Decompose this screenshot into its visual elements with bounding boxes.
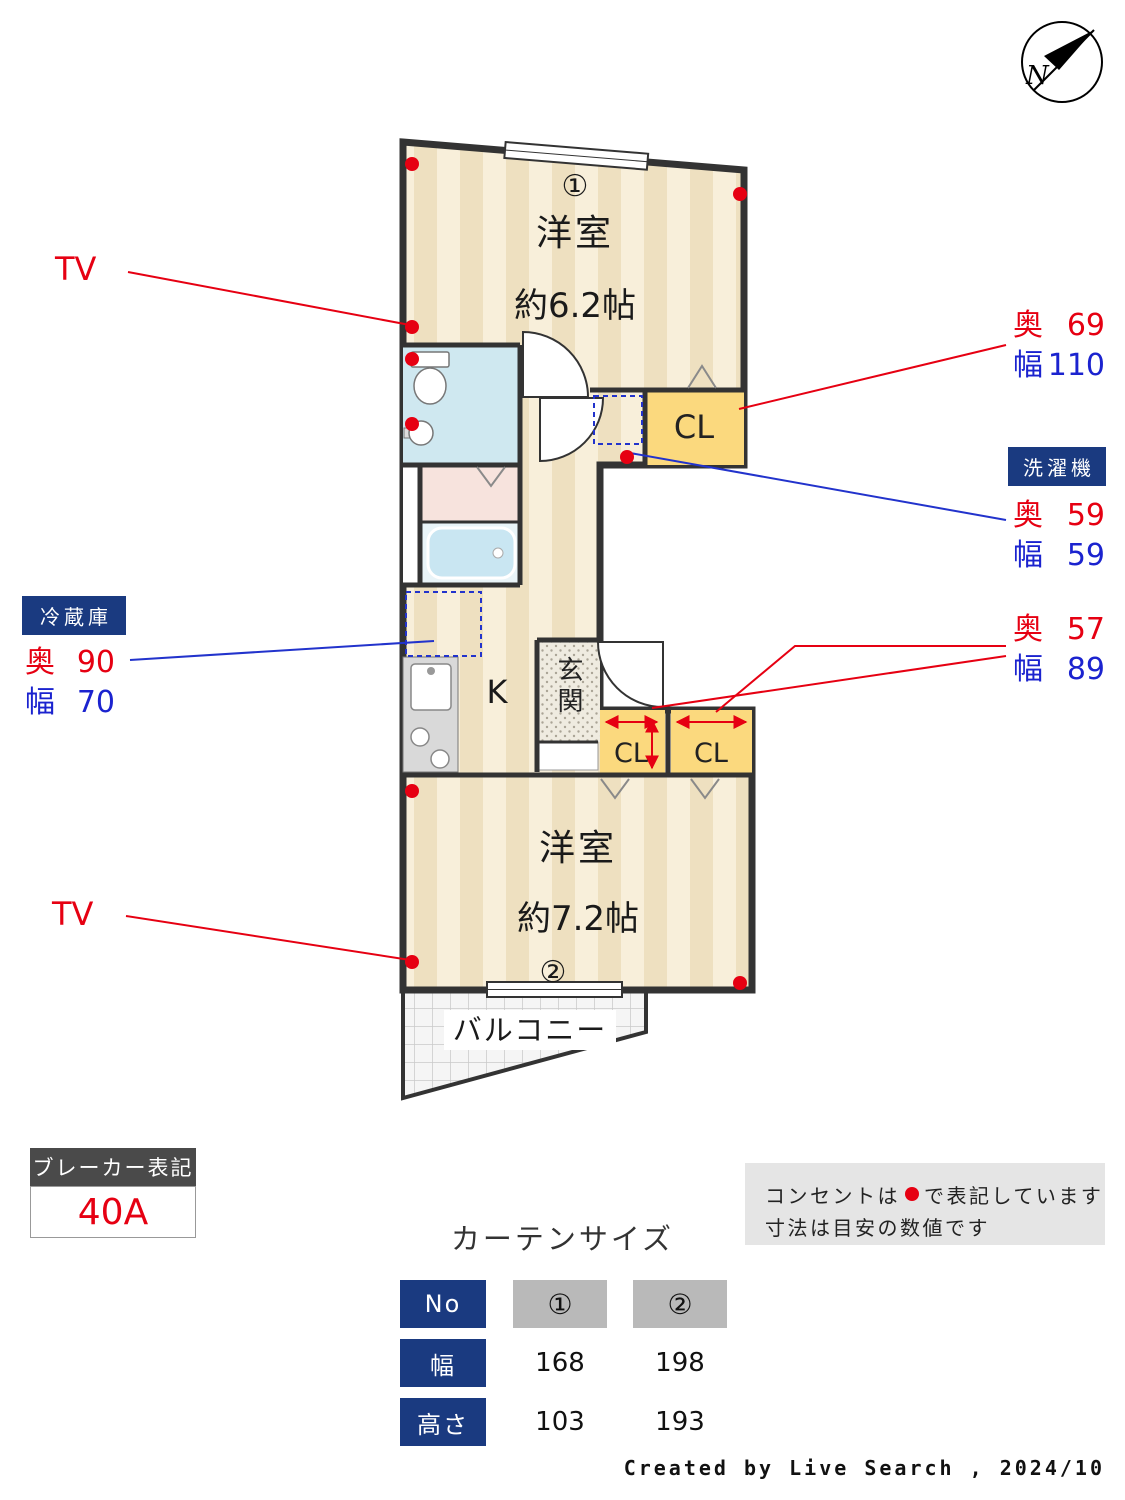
width-label: 幅 [1013,652,1043,687]
curtain-header-width: 幅 [400,1339,486,1387]
breaker-value: 40A [30,1186,196,1238]
width-value: 70 [76,685,115,720]
door-swings [522,330,664,709]
closet3-label: CL [694,738,728,769]
depth-value: 69 [1066,308,1105,343]
notes-line-2: 寸法は目安の数値です [765,1215,990,1240]
credit-text: Created by Live Search , 2024/10 [623,1456,1105,1480]
depth-value: 59 [1066,498,1105,533]
curtain-header-no: No [400,1280,486,1328]
width-value: 110 [1047,348,1105,383]
tv-bottom-line [125,915,411,961]
pipe-space [403,465,420,585]
depth-label: 奥 [1013,498,1043,533]
outlet-dots [405,157,747,990]
closet1-label: CL [674,408,714,446]
window-bottom [486,981,623,998]
hallway-door-arc [539,397,605,463]
depth-label: 奥 [1013,308,1043,343]
outlet-icon [905,1187,919,1201]
washer-depth-row: 奥 59 [1013,498,1105,534]
closet1-area [645,390,744,465]
width-label: 幅 [1013,538,1043,573]
curtain-size-title: カーテンサイズ [450,1222,675,1256]
breaker-title: ブレーカー表記 [30,1148,196,1186]
fridge-dimensions: 奥 90 幅 70 [25,645,115,721]
washer-width-row: 幅 59 [1013,538,1105,574]
closet-pair-depth-row: 奥 57 [1013,612,1105,648]
room1-name: 洋室 [536,213,614,254]
curtain-width-col2: 198 [633,1339,727,1387]
depth-label: 奥 [25,645,55,680]
room1-size: 約6.2帖 [514,286,636,326]
width-label: 幅 [25,685,55,720]
closet-top-width-row: 幅 110 [1013,348,1105,384]
compass-icon: N [1021,21,1103,103]
kitchen-label: K [487,673,509,711]
balcony-label-bg [444,1010,616,1050]
closet-pair-dimensions: 奥 57 幅 89 [1013,612,1105,688]
closet-pair-line2 [651,655,1007,709]
curtain-width-col1: 168 [513,1339,607,1387]
width-label: 幅 [1013,348,1043,383]
toilet [410,351,450,405]
tv-annotation-bottom: TV [52,895,94,933]
leader-lines [125,271,1007,961]
room1-door-arc [522,330,590,398]
curtain-no-col2: ② [633,1280,727,1328]
notes-line-1: コンセントは で表記しています [765,1178,1105,1210]
closet-pair-width-row: 幅 89 [1013,652,1105,688]
door-fold-marks [476,364,720,800]
washer-line [629,452,1007,521]
window-top [503,140,650,171]
closet-pair-line1 [715,645,1006,713]
curtain-header-height: 高さ [400,1398,486,1446]
fridge-placeholder [405,591,482,657]
bathtub [426,526,517,580]
width-value: 89 [1066,652,1105,687]
balcony-label: バルコニー [453,1013,607,1047]
fridge-badge: 冷蔵庫 [22,596,126,635]
room-labels: ① 洋室 約6.2帖 CL K CL CL 洋室 約7.2帖 ② バルコニー [444,169,728,1050]
entrance-door-arc [596,641,664,709]
closet-top-depth-row: 奥 69 [1013,308,1105,344]
washer-dimensions: 奥 59 幅 59 [1013,498,1105,574]
depth-value: 57 [1066,612,1105,647]
notes-box: コンセントは で表記しています 寸法は目安の数値です [745,1163,1105,1245]
entrance-step [538,741,599,771]
tv-top-line [127,271,411,326]
fridge-width-row: 幅 70 [25,685,115,721]
entrance-label: 玄関 [553,656,583,718]
room1-number: ① [562,169,589,204]
closet-top-line [738,344,1007,410]
width-value: 59 [1066,538,1105,573]
closet-dimension-arrows [604,715,748,770]
washer-badge: 洗濯機 [1008,447,1106,486]
tv-annotation-top: TV [55,250,97,288]
washroom-area [420,465,520,522]
depth-label: 奥 [1013,612,1043,647]
room2-size: 約7.2帖 [517,899,639,939]
entrance-area [537,640,600,742]
depth-value: 90 [76,645,115,680]
curtain-no-col1: ① [513,1280,607,1328]
curtain-height-col1: 103 [513,1398,607,1446]
fridge-depth-row: 奥 90 [25,645,115,681]
kitchen-counter [402,656,459,773]
notes-line1-before: コンセントは [765,1183,900,1208]
closet2-label: CL [614,738,648,769]
notes-line1-after: で表記しています [924,1183,1104,1208]
washer-placeholder [593,395,643,445]
curtain-height-col2: 193 [633,1398,727,1446]
room2-number: ② [540,955,567,990]
closet-top-dimensions: 奥 69 幅 110 [1013,308,1105,384]
compass-north-label: N [1025,61,1050,91]
room2-name: 洋室 [539,828,617,869]
fridge-line [129,640,435,661]
interior-walls [403,342,752,778]
